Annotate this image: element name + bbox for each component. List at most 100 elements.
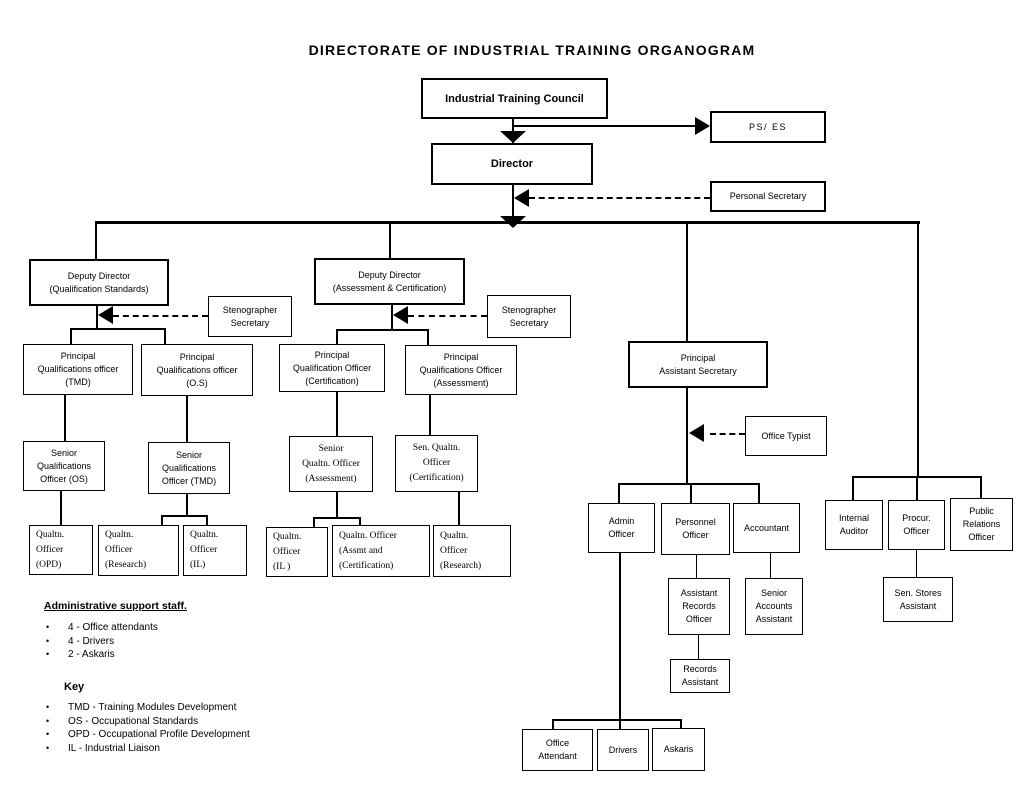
connector-drop-pqoassmt	[427, 329, 429, 345]
node-principal-qualifications-officer-assessment: Principal Qualifications Officer (Assess…	[405, 345, 517, 395]
connector-office-typist	[710, 433, 745, 435]
key-item: • OS - Occupational Standards	[46, 715, 250, 729]
node-sen-stores-assistant: Sen. Stores Assistant	[883, 577, 953, 622]
bullet-icon: •	[46, 622, 50, 632]
node-procur-officer: Procur. Officer	[888, 500, 945, 550]
bullet-icon: •	[46, 742, 50, 753]
node-personal-secretary: Personal Secretary	[710, 181, 826, 212]
bullet-icon: •	[46, 702, 50, 712]
connector-support-subbus	[552, 719, 682, 721]
connector-asstrecords-records	[698, 635, 699, 659]
arrow-left-icon	[393, 306, 408, 324]
support-staff-heading: Administrative support staff.	[44, 600, 187, 612]
node-assistant-records-officer: Assistant Records Officer	[668, 578, 730, 635]
connector-drop-ddqs	[95, 221, 97, 259]
connector-drop-ddac	[389, 221, 391, 258]
node-qualtn-officer-opd: Qualtn. Officer (OPD)	[29, 525, 93, 575]
node-stenographer-secretary-2: Stenographer Secretary	[487, 295, 571, 338]
arrow-left-icon	[98, 306, 113, 324]
connector-pqoos-sqotmd	[186, 396, 188, 442]
connector-pqotmd-sqoos	[64, 395, 66, 441]
connector-pas-subbus	[618, 483, 760, 485]
node-qualtn-officer-il-1: Qualtn. Officer (IL)	[183, 525, 247, 576]
node-qualtn-officer-assmt-certification: Qualtn. Officer (Assmt and (Certificatio…	[332, 525, 430, 577]
connector-sqotmd-down	[186, 494, 188, 517]
node-senior-qualifications-officer-tmd: Senior Qualifications Officer (TMD)	[148, 442, 230, 494]
node-industrial-training-council: Industrial Training Council	[421, 78, 608, 119]
connector-drop-pas	[686, 221, 688, 341]
connector-drop-auditor	[852, 476, 854, 500]
connector-sqocert-research2	[458, 492, 460, 525]
connector-drop-pqocert	[336, 329, 338, 344]
connector-steno1	[113, 315, 208, 317]
connector-ddqs-down	[96, 306, 98, 330]
connector-drop-drivers	[619, 719, 621, 729]
node-principal-qualifications-officer-os: Principal Qualifications officer (O.S)	[141, 344, 253, 396]
node-principal-qualification-officer-certification: Principal Qualification Officer (Certifi…	[279, 344, 385, 392]
node-senior-accounts-assistant: Senior Accounts Assistant	[745, 578, 803, 635]
node-qualtn-officer-research-1: Qualtn. Officer (Research)	[98, 525, 179, 576]
connector-council-pses	[513, 125, 695, 127]
connector-procur-senstores	[916, 550, 917, 577]
key-item-text: OPD - Occupational Profile Development	[68, 729, 250, 740]
connector-drop-pqoos	[164, 328, 166, 344]
node-qualtn-officer-il-2: Qualtn. Officer (IL )	[266, 527, 328, 577]
connector-drop-publicrelations	[980, 476, 982, 498]
connector-right-branch	[917, 221, 919, 476]
connector-pqocert-sqoassess	[336, 392, 338, 436]
node-drivers: Drivers	[597, 729, 649, 771]
support-item-text: 4 - Office attendants	[68, 622, 158, 633]
support-item-text: 4 - Drivers	[68, 635, 115, 647]
key-item-text: IL - Industrial Liaison	[68, 742, 160, 754]
connector-drop-admin	[618, 483, 620, 503]
connector-sqoos-qoopd	[60, 491, 62, 525]
node-office-typist: Office Typist	[745, 416, 827, 456]
node-public-relations-officer: Public Relations Officer	[950, 498, 1013, 551]
bullet-icon: •	[46, 635, 50, 646]
node-principal-assistant-secretary: Principal Assistant Secretary	[628, 341, 768, 388]
key-heading: Key	[64, 681, 85, 693]
connector-drop-pqotmd	[70, 328, 72, 344]
node-stenographer-secretary-1: Stenographer Secretary	[208, 296, 292, 337]
arrow-right-icon	[695, 117, 710, 135]
node-accountant: Accountant	[733, 503, 800, 553]
connector-steno2	[408, 315, 487, 317]
key-item-text: OS - Occupational Standards	[68, 715, 199, 727]
bullet-icon: •	[46, 649, 50, 659]
connector-tmd-subbus	[161, 515, 208, 517]
support-staff-list: • 4 - Office attendants • 4 - Drivers • 2 -…	[46, 621, 158, 662]
connector-personnel-asstrecords	[696, 555, 697, 578]
node-senior-qualifications-officer-os: Senior Qualifications Officer (OS)	[23, 441, 105, 491]
connector-drop-personnel	[690, 483, 692, 503]
connector-drop-attendant	[552, 719, 554, 729]
bullet-icon: •	[46, 715, 50, 726]
node-personnel-officer: Personnel Officer	[661, 503, 730, 555]
connector-personal-secretary	[529, 197, 710, 199]
connector-main-bus	[95, 221, 920, 224]
connector-accountant-senioraccounts	[770, 553, 771, 578]
key-item: •TMD - Training Modules Development	[46, 701, 250, 715]
support-item: • 4 - Drivers	[46, 635, 158, 649]
node-director: Director	[431, 143, 593, 185]
connector-qs-subbus	[70, 328, 166, 330]
connector-drop-il1	[206, 515, 208, 525]
key-list: •TMD - Training Modules Development • OS …	[46, 701, 250, 755]
node-deputy-director-qualification-standards: Deputy Director (Qualification Standards…	[29, 259, 169, 306]
connector-pqoassmt-sqocert	[429, 395, 431, 435]
diagram-title: DIRECTORATE OF INDUSTRIAL TRAINING ORGAN…	[308, 42, 756, 58]
arrow-down-icon	[500, 131, 526, 143]
connector-pas-down	[686, 388, 688, 483]
connector-drop-research1	[161, 515, 163, 525]
connector-assess-subbus	[313, 517, 361, 519]
support-item: • 4 - Office attendants	[46, 621, 158, 635]
key-item: • IL - Industrial Liaison	[46, 742, 250, 756]
support-item: • 2 - Askaris	[46, 648, 158, 662]
arrow-left-icon	[514, 189, 529, 207]
connector-director-bus	[512, 185, 514, 221]
node-office-attendant: Office Attendant	[522, 729, 593, 771]
node-askaris: Askaris	[652, 728, 705, 771]
node-senior-qualtn-officer-assessment: Senior Qualtn. Officer (Assessment)	[289, 436, 373, 492]
support-item-text: 2 - Askaris	[68, 649, 115, 660]
connector-ddac-down	[391, 305, 393, 329]
